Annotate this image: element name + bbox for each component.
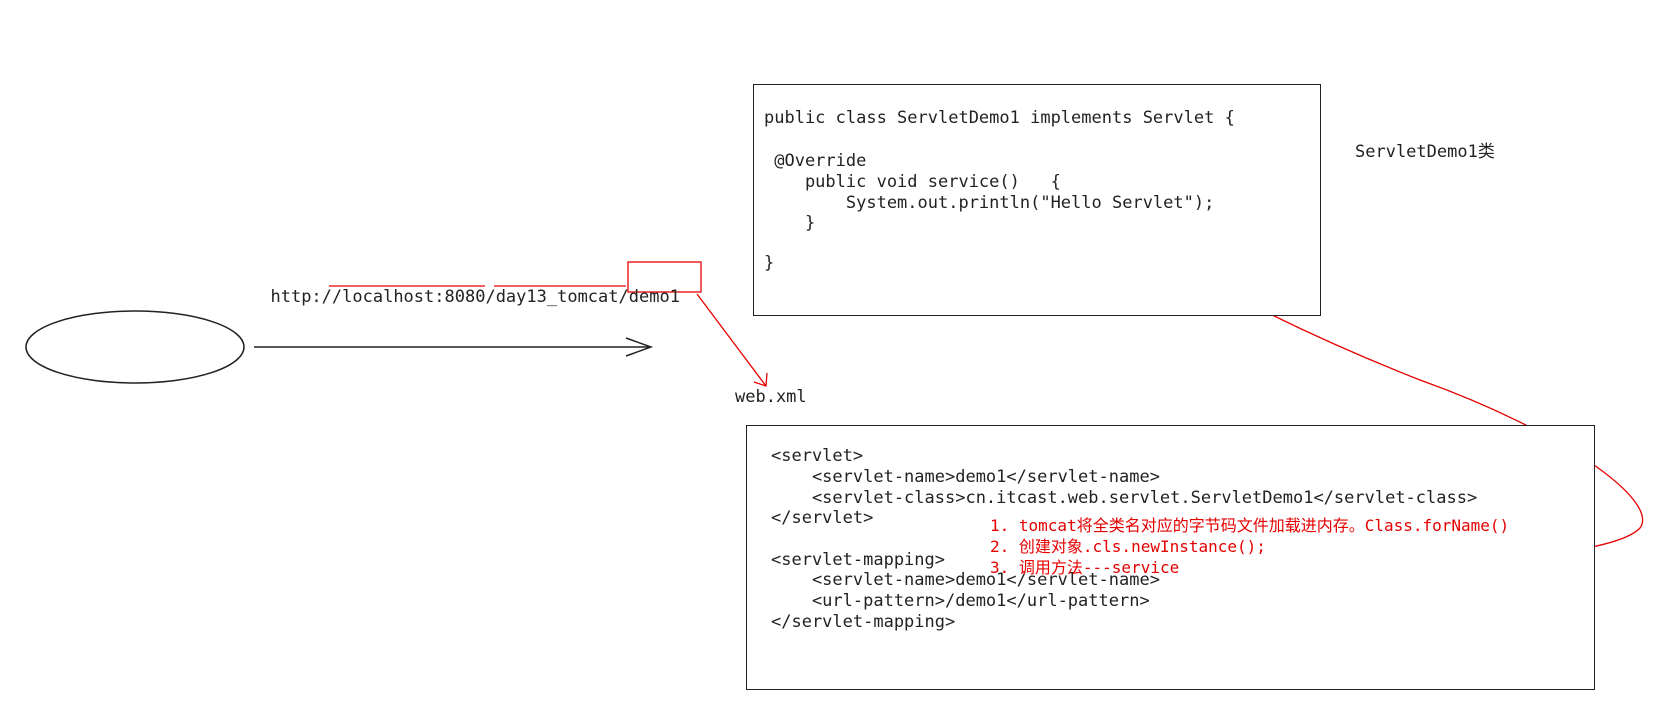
xml-line-servlet-close: </servlet>: [771, 508, 874, 528]
class-label: ServletDemo1类: [1355, 142, 1495, 162]
step-1: 1. tomcat将全类名对应的字节码文件加载进内存。Class.forName…: [990, 516, 1510, 535]
url-context: day13_tomcat: [495, 287, 619, 307]
webxml-box: <servlet> <servlet-name>demo1</servlet-n…: [746, 425, 1595, 690]
step-3: 3. 调用方法---service: [990, 558, 1180, 577]
webxml-label: web.xml: [735, 387, 807, 407]
url-scheme: http://: [270, 287, 343, 307]
code-line-class-decl: public class ServletDemo1 implements Ser…: [764, 108, 1235, 128]
client-ellipse: [25, 310, 245, 384]
code-line-close-method: }: [764, 213, 816, 233]
url-host: localhost:8080: [342, 287, 486, 307]
request-arrow: [254, 337, 654, 357]
step-2: 2. 创建对象.cls.newInstance();: [990, 537, 1266, 556]
code-line-close-class: }: [764, 253, 775, 273]
url-sep1: /: [485, 287, 496, 307]
code-line-println: System.out.println("Hello Servlet");: [764, 193, 1215, 213]
url-path: demo1: [628, 287, 680, 307]
xml-line-servlet-open: <servlet>: [771, 446, 864, 466]
servlet-class-box: public class ServletDemo1 implements Ser…: [753, 84, 1321, 316]
code-line-override: @Override: [764, 151, 867, 171]
xml-line-url-pattern: <url-pattern>/demo1</url-pattern>: [771, 591, 1150, 611]
xml-line-mapping-open: <servlet-mapping>: [771, 550, 945, 570]
xml-line-mapping-close: </servlet-mapping>: [771, 612, 956, 632]
xml-line-mapping-name: <servlet-name>demo1</servlet-name>: [771, 570, 1160, 590]
code-line-service-sig: public void service() {: [764, 172, 1061, 192]
url-sep2: /: [618, 287, 629, 307]
xml-line-servlet-class: <servlet-class>cn.itcast.web.servlet.Ser…: [771, 488, 1478, 508]
xml-line-servlet-name: <servlet-name>demo1</servlet-name>: [771, 467, 1160, 487]
request-url: http://localhost:8080/day13_tomcat/demo1: [250, 267, 680, 307]
